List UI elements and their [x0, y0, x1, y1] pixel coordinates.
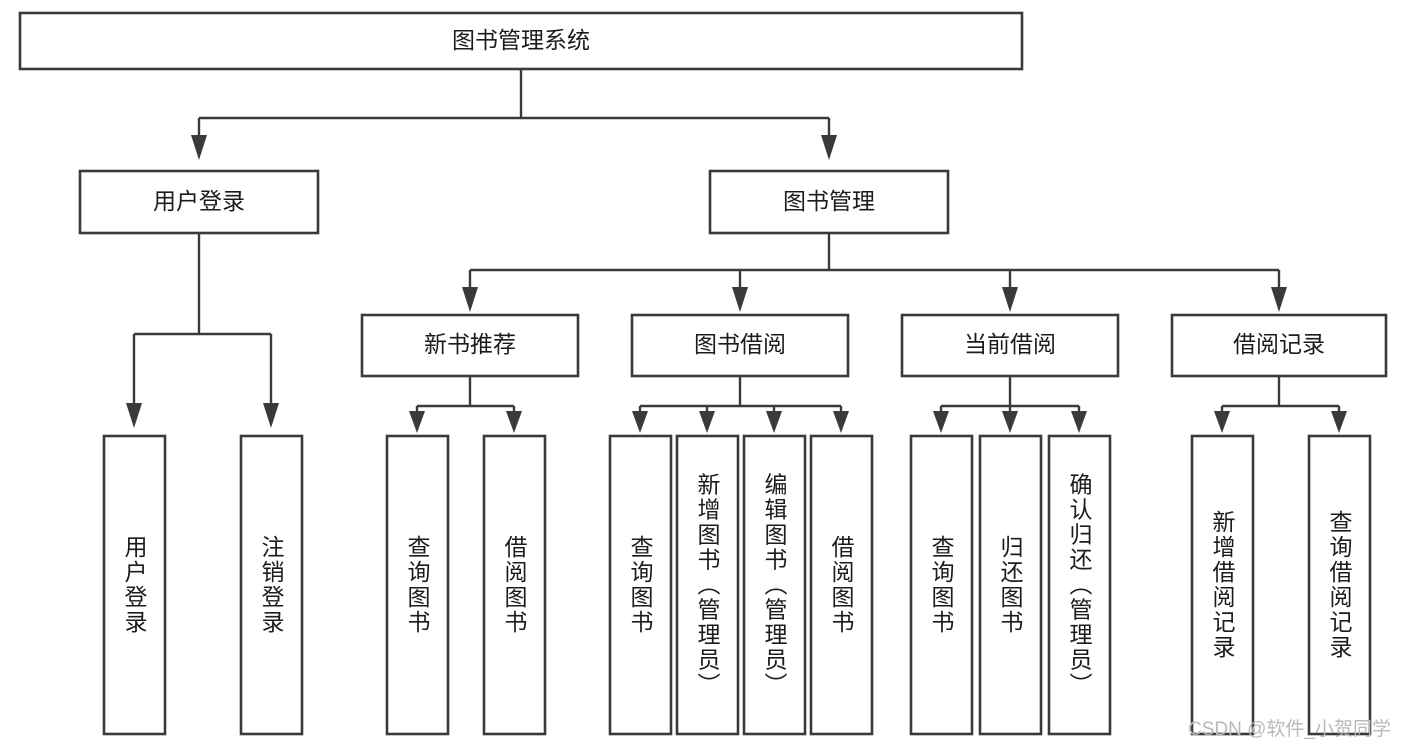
node-leaf-query-book-2[interactable]: 查询图书	[608, 434, 673, 736]
arrow-nbr-leaf-1-icon	[409, 411, 425, 433]
arrow-bb-leaf-2-icon	[699, 411, 715, 433]
arrow-bm-to-book-borrow-icon	[732, 287, 748, 312]
arrow-br-leaf-2-icon	[1331, 411, 1347, 433]
node-leaf-user-login-box[interactable]	[102, 434, 167, 736]
node-leaf-borrow-book-1-label: 借阅图书	[501, 535, 528, 635]
arrow-user-login-leaf-1-icon	[126, 403, 142, 428]
node-book-management-label: 图书管理	[783, 188, 875, 214]
node-leaf-borrow-book-1[interactable]: 借阅图书	[482, 434, 547, 736]
node-leaf-edit-book-label: 编辑图书（管理员）	[761, 473, 788, 698]
node-book-management-box[interactable]	[708, 169, 950, 235]
node-current-borrow-box[interactable]	[900, 313, 1120, 378]
node-leaf-edit-book-box[interactable]	[742, 434, 807, 736]
node-leaf-query-book-3[interactable]: 查询图书	[909, 434, 974, 736]
node-root-label: 图书管理系统	[452, 27, 590, 53]
node-user-login-box[interactable]	[78, 169, 320, 235]
node-leaf-return-book[interactable]: 归还图书	[978, 434, 1043, 736]
node-leaf-query-book-3-label: 查询图书	[928, 535, 955, 635]
node-leaf-borrow-book-2-label: 借阅图书	[828, 535, 855, 635]
node-user-login-label: 用户登录	[153, 188, 245, 214]
node-leaf-add-book-label: 新增图书（管理员）	[694, 473, 721, 698]
node-borrow-record-label: 借阅记录	[1233, 331, 1325, 357]
arrow-bm-to-current-borrow-icon	[1002, 287, 1018, 312]
node-leaf-return-book-label: 归还图书	[997, 535, 1024, 635]
node-leaf-add-record[interactable]: 新增借阅记录	[1190, 434, 1255, 736]
arrow-root-to-book-management-icon	[821, 135, 837, 160]
connector-group-borrow-record	[1214, 376, 1347, 433]
arrow-bm-to-borrow-record-icon	[1271, 287, 1287, 312]
node-leaf-add-book-box[interactable]	[675, 434, 740, 736]
connector-group-current-borrow	[933, 376, 1087, 433]
arrow-bb-leaf-1-icon	[632, 411, 648, 433]
node-leaf-add-book[interactable]: 新增图书（管理员）	[675, 434, 740, 736]
node-root-box[interactable]	[18, 11, 1024, 71]
node-user-login[interactable]: 用户登录	[78, 169, 320, 235]
node-leaf-query-book-1-label: 查询图书	[404, 535, 431, 635]
node-leaf-query-book-2-label: 查询图书	[627, 535, 654, 635]
node-book-management[interactable]: 图书管理	[708, 169, 950, 235]
node-leaf-borrow-book-1-box[interactable]	[482, 434, 547, 736]
node-leaf-return-book-box[interactable]	[978, 434, 1043, 736]
arrow-bb-leaf-3-icon	[766, 411, 782, 433]
node-leaf-user-logout-label: 注销登录	[258, 535, 285, 635]
connector-group-book-borrow	[632, 376, 849, 433]
arrow-bb-leaf-4-icon	[833, 411, 849, 433]
connector-group-user-login	[126, 233, 279, 428]
arrow-bm-to-new-book-recommend-icon	[462, 287, 478, 312]
node-leaf-query-book-3-box[interactable]	[909, 434, 974, 736]
node-leaf-user-logout[interactable]: 注销登录	[239, 434, 304, 736]
node-leaf-query-record-box[interactable]	[1307, 434, 1372, 736]
node-new-book-recommend-label: 新书推荐	[424, 331, 516, 357]
arrow-root-to-user-login-icon	[191, 135, 207, 160]
node-current-borrow-label: 当前借阅	[964, 331, 1056, 357]
node-leaf-user-login[interactable]: 用户登录	[102, 434, 167, 736]
connector-group-book-management	[462, 233, 1287, 312]
node-leaf-user-login-label: 用户登录	[121, 535, 148, 635]
node-leaf-add-record-box[interactable]	[1190, 434, 1255, 736]
node-borrow-record[interactable]: 借阅记录	[1170, 313, 1388, 378]
node-leaf-query-book-2-box[interactable]	[608, 434, 673, 736]
arrow-cb-leaf-2-icon	[1002, 411, 1018, 433]
node-current-borrow[interactable]: 当前借阅	[900, 313, 1120, 378]
node-leaf-confirm-return-label: 确认归还（管理员）	[1066, 473, 1093, 698]
arrow-nbr-leaf-2-icon	[506, 411, 522, 433]
connector-group-root	[191, 69, 837, 160]
node-borrow-record-box[interactable]	[1170, 313, 1388, 378]
arrow-cb-leaf-1-icon	[933, 411, 949, 433]
node-book-borrow-box[interactable]	[630, 313, 850, 378]
arrow-cb-leaf-3-icon	[1071, 411, 1087, 433]
node-root[interactable]: 图书管理系统	[18, 11, 1024, 71]
node-leaf-query-book-1[interactable]: 查询图书	[385, 434, 450, 736]
node-new-book-recommend[interactable]: 新书推荐	[360, 313, 580, 378]
node-leaf-query-book-1-box[interactable]	[385, 434, 450, 736]
node-leaf-query-record[interactable]: 查询借阅记录	[1307, 434, 1372, 736]
node-leaf-add-record-label: 新增借阅记录	[1209, 510, 1236, 660]
watermark: CSDN @软件_小贺同学	[1188, 719, 1391, 740]
node-book-borrow-label: 图书借阅	[694, 331, 786, 357]
arrow-user-login-leaf-2-icon	[263, 403, 279, 428]
node-leaf-edit-book[interactable]: 编辑图书（管理员）	[742, 434, 807, 736]
node-leaf-query-record-label: 查询借阅记录	[1326, 510, 1353, 660]
node-leaf-confirm-return-box[interactable]	[1047, 434, 1112, 736]
connector-group-new-book-recommend	[409, 376, 522, 433]
node-leaf-confirm-return[interactable]: 确认归还（管理员）	[1047, 434, 1112, 736]
node-new-book-recommend-box[interactable]	[360, 313, 580, 378]
node-leaf-borrow-book-2-box[interactable]	[809, 434, 874, 736]
node-leaf-borrow-book-2[interactable]: 借阅图书	[809, 434, 874, 736]
arrow-br-leaf-1-icon	[1214, 411, 1230, 433]
node-book-borrow[interactable]: 图书借阅	[630, 313, 850, 378]
node-leaf-user-logout-box[interactable]	[239, 434, 304, 736]
